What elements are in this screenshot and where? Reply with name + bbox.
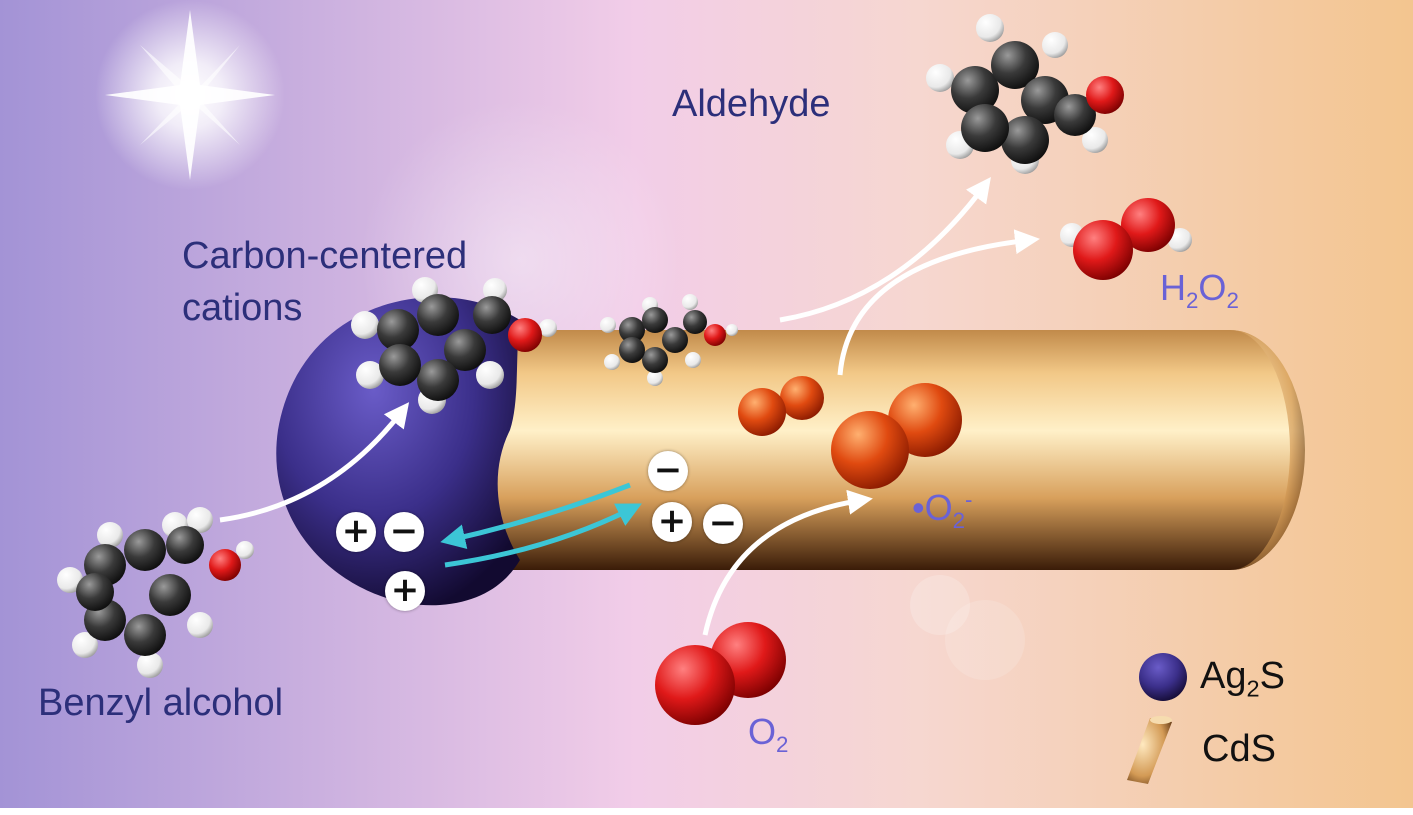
label-h2o2: H2O2 xyxy=(1160,267,1239,314)
electron-symbol: − xyxy=(703,504,743,544)
superoxide-radical xyxy=(831,383,962,489)
legend-ag2s-swatch xyxy=(1139,653,1187,701)
hole-symbol: + xyxy=(652,502,692,542)
benzyl-alcohol-molecule xyxy=(57,507,254,678)
electron-symbol: − xyxy=(648,451,688,491)
label-cations: cations xyxy=(182,287,303,329)
electron-symbol: − xyxy=(384,512,424,552)
label-aldehyde: Aldehyde xyxy=(672,83,831,125)
label-superoxide: •O2- xyxy=(912,487,973,534)
label-benzyl-alcohol: Benzyl alcohol xyxy=(38,682,284,724)
aldehyde-molecule xyxy=(926,14,1124,174)
label-o2: O2 xyxy=(748,711,789,758)
h2o2-molecule xyxy=(1060,198,1192,280)
legend-cds-swatch xyxy=(1127,716,1172,784)
carbon-cation-molecule xyxy=(351,277,557,414)
label-carbon-centered: Carbon-centered xyxy=(182,235,468,277)
adsorbed-superoxide xyxy=(738,376,824,436)
hole-symbol: + xyxy=(385,571,425,611)
sun-icon xyxy=(95,0,285,190)
legend-ag2s-label: Ag2S xyxy=(1200,655,1285,702)
reaction-arrows xyxy=(219,176,1040,636)
adsorbed-alcohol-molecule xyxy=(600,294,738,386)
hole-symbol: + xyxy=(336,512,376,552)
legend-cds-label: CdS xyxy=(1202,728,1276,770)
o2-molecule xyxy=(655,622,786,725)
electron-transfer-arrows xyxy=(440,482,642,568)
